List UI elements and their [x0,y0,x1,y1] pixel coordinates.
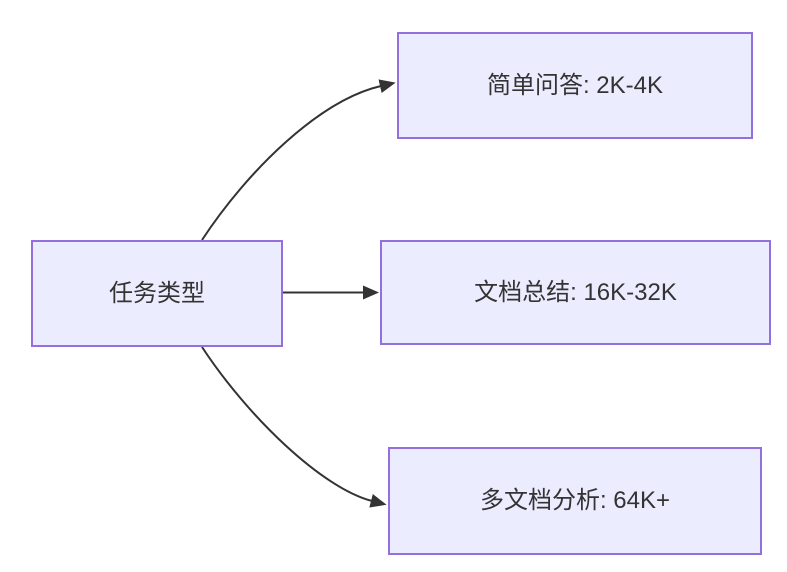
node-task-type: 任务类型 [31,240,283,347]
edge-root-to-bottom [201,346,387,508]
node-simple-qa: 简单问答: 2K-4K [397,32,753,139]
node-doc-summary: 文档总结: 16K-32K [380,240,771,345]
node-simple-qa-label: 简单问答: 2K-4K [486,71,664,99]
node-multi-doc-analysis-label: 多文档分析: 64K+ [479,487,671,515]
node-task-type-label: 任务类型 [109,279,205,307]
node-multi-doc-analysis: 多文档分析: 64K+ [388,447,762,555]
node-doc-summary-label: 文档总结: 16K-32K [474,278,677,306]
edge-root-to-top [201,79,396,241]
